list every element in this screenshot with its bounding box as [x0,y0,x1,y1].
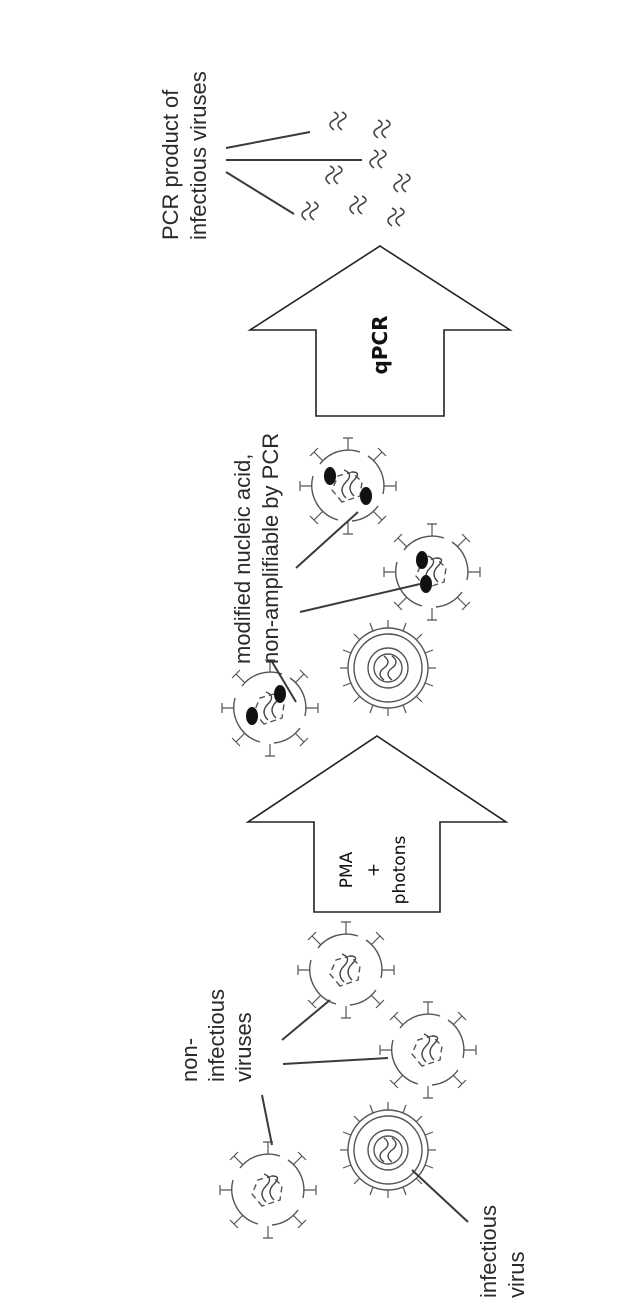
mna-line-2: non-amplifiable by PCR [258,433,283,664]
pma-modified-virus-icon [299,437,397,535]
mna-line-1: modified nucleic acid, [230,454,255,664]
label-pcr-product: PCR product of infectious viruses [158,71,211,240]
ni-line-2: infectious [204,989,229,1082]
pcr-line-2: infectious viruses [186,71,211,240]
ni-line-1: non- [177,1038,202,1082]
leader-lines-stage1 [261,999,469,1223]
iv-line-2: virus [504,1252,529,1298]
qpcr-label: qPCR [368,315,392,374]
pma-line-2: + [364,863,384,877]
pma-photons-arrow: PMA + photons [245,735,509,913]
pcr-product-icon [301,111,411,227]
leader-lines-stage2 [270,511,421,703]
ni-line-3: viruses [231,1012,256,1082]
virus-icon [339,1101,437,1199]
virus-icon [339,619,437,717]
label-non-infectious-viruses: non- infectious viruses [177,989,256,1082]
pma-line-1: PMA [337,851,357,888]
iv-line-1: infectious [476,1205,501,1298]
qpcr-arrow: qPCR [247,245,513,417]
pma-modified-virus-icon [383,523,481,621]
virus-icon [297,921,395,1019]
virus-icon [219,1141,317,1239]
pma-line-3: photons [390,836,410,905]
leader-lines-stage3 [225,131,362,215]
pcr-line-1: PCR product of [158,89,183,240]
label-infectious-virus: infectious virus [476,1205,529,1298]
label-modified-nucleic-acid: modified nucleic acid, non-amplifiable b… [230,433,283,664]
pma-modified-virus-icon [221,659,319,757]
virus-icon [379,1001,477,1099]
